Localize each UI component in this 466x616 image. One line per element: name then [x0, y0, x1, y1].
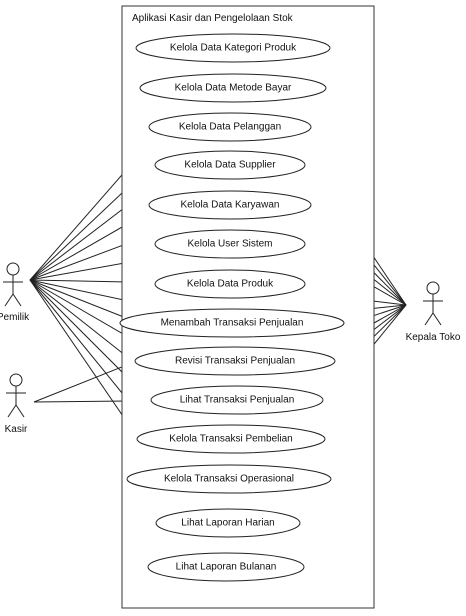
use-case-ellipse	[126, 464, 332, 494]
actor-head	[426, 281, 440, 295]
use-case[interactable]: Kelola Data Karyawan	[148, 190, 312, 220]
use-case[interactable]: Lihat Transaksi Penjualan	[150, 385, 324, 415]
actor-left-leg	[424, 312, 434, 326]
use-case-ellipse	[139, 73, 327, 103]
system-title: Aplikasi Kasir dan Pengelolaan Stok	[132, 13, 294, 24]
use-case[interactable]: Kelola Transaksi Pembelian	[136, 424, 326, 454]
use-case[interactable]: Lihat Laporan Bulanan	[147, 552, 305, 582]
use-case-label: Menambah Transaksi Penjualan	[161, 318, 304, 329]
use-case-ellipse	[147, 552, 305, 582]
use-case-label: Lihat Transaksi Penjualan	[180, 395, 295, 406]
use-case-label: Lihat Laporan Harian	[181, 518, 274, 529]
use-case-label: Kelola Data Pelanggan	[179, 122, 281, 133]
use-case-ellipse	[155, 508, 301, 538]
actor-right-leg	[12, 293, 22, 307]
actor-head	[6, 262, 20, 276]
actor-label: Pemilik	[0, 312, 30, 323]
use-case-ellipse	[148, 190, 312, 220]
use-case-ellipse	[154, 229, 306, 259]
use-case-ellipse	[154, 269, 306, 299]
use-case-ellipse	[134, 346, 336, 376]
use-case-label: Kelola User Sistem	[187, 239, 272, 250]
actor-kepala-toko[interactable]: Kepala Toko	[406, 281, 461, 343]
actor-left-leg	[4, 293, 14, 307]
use-case-label: Kelola Data Kategori Produk	[170, 43, 297, 54]
use-case[interactable]: Lihat Laporan Harian	[155, 508, 301, 538]
use-case[interactable]: Revisi Transaksi Penjualan	[134, 346, 336, 376]
use-case-label: Kelola Data Metode Bayar	[175, 83, 292, 94]
use-case-ellipse	[154, 150, 306, 180]
use-case-ellipse	[150, 385, 324, 415]
actor-kasir[interactable]: Kasir	[5, 373, 28, 435]
use-case-ellipse	[135, 33, 331, 63]
use-cases: Kelola Data Kategori Produk Kelola Data …	[119, 33, 345, 582]
use-case[interactable]: Kelola Data Pelanggan	[148, 112, 312, 142]
use-case-label: Revisi Transaksi Penjualan	[175, 356, 295, 367]
use-case[interactable]: Menambah Transaksi Penjualan	[119, 308, 345, 338]
actor-left-leg	[7, 404, 17, 418]
system-boundary	[121, 5, 375, 609]
use-case[interactable]: Kelola Transaksi Operasional	[126, 464, 332, 494]
use-case-label: Kelola Data Produk	[187, 279, 274, 290]
use-case-label: Kelola Data Supplier	[184, 160, 276, 171]
actor-pemilik[interactable]: Pemilik	[0, 262, 30, 323]
use-case-label: Kelola Data Karyawan	[181, 200, 280, 211]
use-case-ellipse	[148, 112, 312, 142]
actor-head	[9, 373, 23, 387]
actor-right-leg	[15, 404, 25, 418]
use-case[interactable]: Kelola Data Produk	[154, 269, 306, 299]
actor-label: Kepala Toko	[406, 332, 461, 343]
use-case-ellipse	[136, 424, 326, 454]
actor-right-leg	[432, 312, 442, 326]
use-case-label: Lihat Laporan Bulanan	[176, 562, 277, 573]
use-case[interactable]: Kelola Data Supplier	[154, 150, 306, 180]
use-case-label: Kelola Transaksi Pembelian	[169, 434, 292, 445]
actor-label: Kasir	[5, 424, 28, 435]
use-case[interactable]: Kelola Data Kategori Produk	[135, 33, 331, 63]
use-case[interactable]: Kelola User Sistem	[154, 229, 306, 259]
use-case-ellipse	[119, 308, 345, 338]
use-case[interactable]: Kelola Data Metode Bayar	[139, 73, 327, 103]
use-case-label: Kelola Transaksi Operasional	[164, 474, 294, 485]
